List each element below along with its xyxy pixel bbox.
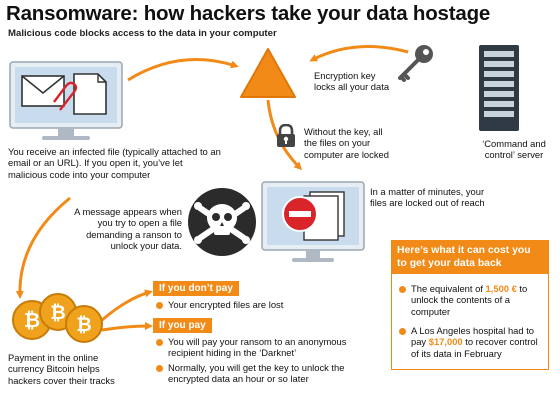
bullet-icon: [399, 328, 406, 335]
svg-text:₿: ₿: [24, 310, 40, 332]
bullet-icon: [156, 339, 163, 346]
padlock-icon: [277, 124, 295, 147]
envelope-icon: [21, 75, 65, 107]
no-entry-icon: [282, 196, 318, 232]
dont-pay-item: Your encrypted files are lost: [168, 299, 284, 310]
locked-computer-illustration: [261, 181, 365, 262]
arrow-coins-to-pay: [101, 322, 153, 332]
dont-pay-label: If you don’t pay: [153, 281, 239, 296]
step-ransom-message: A message appears when you try to open a…: [74, 206, 182, 252]
arrow-coins-to-dontpay: [101, 289, 153, 322]
pay-item: Normally, you will get the key to unlock…: [168, 362, 345, 385]
bullet-icon: [399, 286, 406, 293]
cost-heading: Here’s what it can cost you to get your …: [391, 240, 549, 274]
step-minutes: In a matter of minutes, your files are l…: [370, 186, 485, 209]
cost-amount-euro: 1,500 €: [485, 283, 517, 294]
warning-triangle-icon: [240, 48, 296, 98]
step-bitcoin-payment: Payment in the online currency Bitcoin h…: [8, 352, 115, 386]
server-icon: [479, 45, 519, 131]
key-icon: [398, 45, 433, 82]
cost-item-1: The equivalent of 1,500 € to unlock the …: [411, 283, 528, 317]
arrow-server-to-triangle: [309, 45, 409, 62]
bitcoin-icon: ₿: [65, 305, 103, 343]
pay-label: If you pay: [153, 318, 212, 333]
page-subtitle: Malicious code blocks access to the data…: [8, 28, 277, 39]
paperclip-icon: [53, 81, 78, 111]
pay-item: You will pay your ransom to an anonymous…: [168, 336, 347, 359]
skull-crossbones-icon: [188, 188, 256, 256]
step-files-locked: Without the key, all the files on your c…: [304, 126, 389, 160]
cost-amount-dollar: $17,000: [428, 336, 463, 348]
arrow-computer-to-triangle: [127, 58, 239, 82]
cost-item-2: A Los Angeles hospital had to pay $17,00…: [411, 325, 538, 359]
bitcoin-coins-illustration: ₿ ₿ ₿: [12, 293, 103, 343]
arrow-message-to-coins: [15, 196, 71, 299]
svg-text:₿: ₿: [76, 315, 91, 336]
step-encryption-key: Encryption key locks all your data: [314, 70, 390, 93]
document-icon: [73, 73, 107, 115]
svg-text:₿: ₿: [50, 303, 65, 324]
step-infected-file: You receive an infected file (typically …: [8, 146, 221, 180]
bullet-icon: [156, 365, 163, 372]
page-title: Ransomware: how hackers take your data h…: [6, 2, 491, 25]
bullet-icon: [156, 302, 163, 309]
server-label: ‘Command and control’ server: [482, 138, 546, 161]
infected-computer-illustration: [9, 61, 123, 140]
